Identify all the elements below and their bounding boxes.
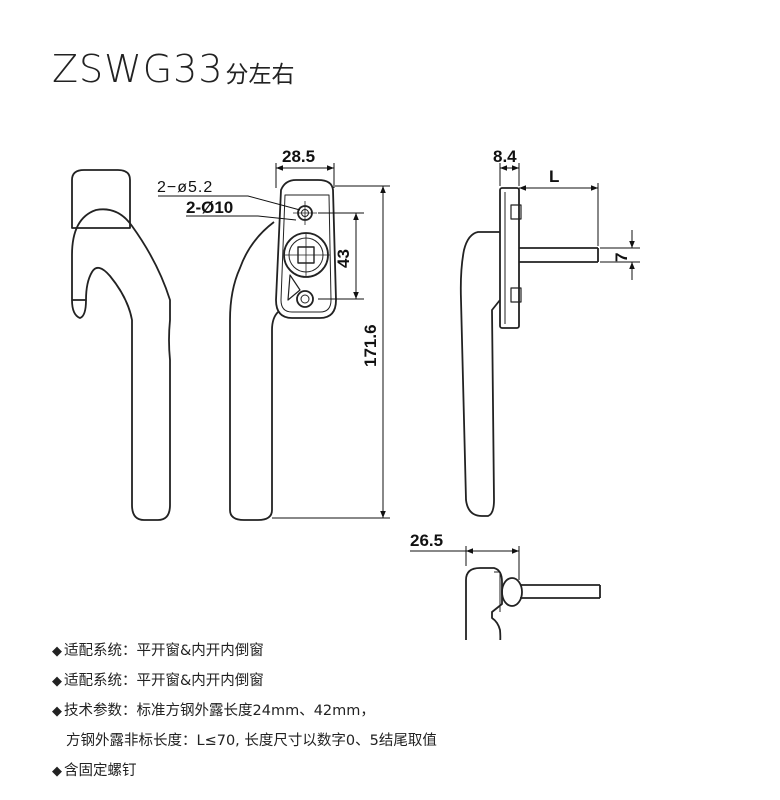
dim-hole-spacing: 43: [334, 249, 353, 268]
spec-text: 技术参数：标准方钢外露长度24mm、42mm，: [64, 703, 375, 719]
dimension-lines-profile: [499, 163, 640, 280]
spec-line-4: 方钢外露非标长度：L≤70, 长度尺寸以数字0、5结尾取值: [66, 734, 437, 749]
diamond-bullet-icon: ◆: [52, 644, 62, 659]
handle-front-view: [71, 169, 171, 521]
dimension-lines-side: [158, 163, 390, 519]
dim-base-height: 26.5: [410, 531, 443, 550]
model-number: ZSWG33: [52, 47, 224, 91]
spec-text: 适配系统：平开窗&内开内倒窗: [64, 643, 264, 659]
spec-line-5: ◆含固定螺钉: [52, 764, 137, 779]
diamond-bullet-icon: ◆: [52, 674, 62, 689]
spec-line-3: ◆技术参数：标准方钢外露长度24mm、42mm，: [52, 704, 375, 719]
diamond-bullet-icon: ◆: [52, 764, 62, 779]
handle-side-view: [229, 179, 337, 521]
dim-hole-large: 2-Ø10: [186, 198, 233, 217]
dim-plate-width: 28.5: [282, 147, 315, 166]
spec-text: 方钢外露非标长度：L≤70, 长度尺寸以数字0、5结尾取值: [66, 733, 437, 749]
technical-drawing: 28.5 2−ø5.2 2-Ø10 43 171.6 8.4 L 7: [71, 147, 640, 640]
page-title: ZSWG33分左右: [52, 50, 295, 88]
handle-profile-view: [459, 187, 599, 517]
diamond-bullet-icon: ◆: [52, 704, 62, 719]
spec-text: 含固定螺钉: [64, 763, 137, 779]
spec-text: 适配系统：平开窗&内开内倒窗: [64, 673, 264, 689]
dim-spindle-square: 7: [612, 253, 631, 262]
dim-total-length: 171.6: [361, 324, 380, 367]
spec-line-2: ◆适配系统：平开窗&内开内倒窗: [52, 674, 264, 689]
spec-line-1: ◆适配系统：平开窗&内开内倒窗: [52, 644, 264, 659]
title-suffix: 分左右: [225, 62, 295, 88]
dim-spindle-length: L: [549, 167, 559, 186]
dimension-lines-base: [410, 546, 520, 580]
dim-plate-thickness: 8.4: [493, 147, 517, 166]
dim-hole-small: 2−ø5.2: [157, 179, 213, 196]
handle-base-view: [465, 567, 601, 640]
